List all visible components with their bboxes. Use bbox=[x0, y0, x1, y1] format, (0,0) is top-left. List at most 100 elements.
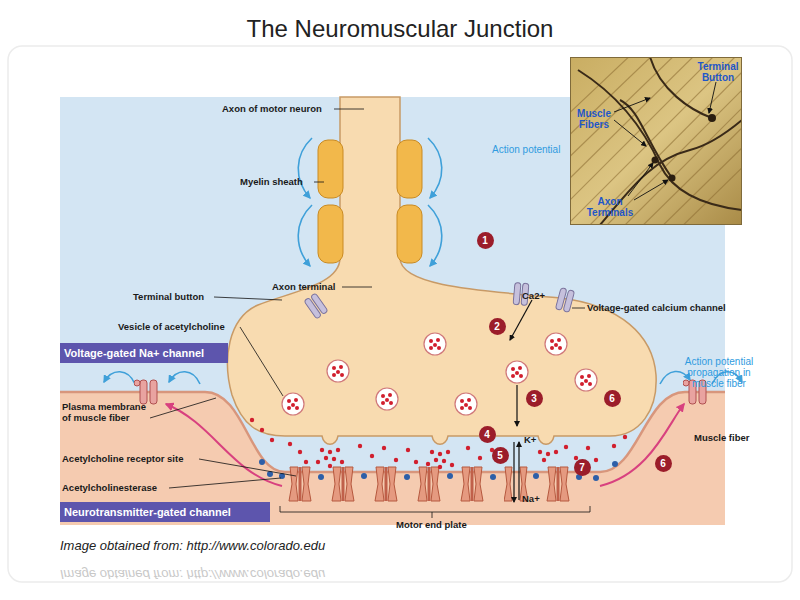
leader-lines bbox=[214, 297, 282, 300]
acetylcholine-molecules bbox=[370, 454, 374, 458]
ion-flow-arrows bbox=[518, 442, 519, 500]
acetylcholine-molecules bbox=[336, 448, 340, 452]
myelin-sheath bbox=[318, 140, 343, 198]
box-label: Neurotransmitter-gated channel bbox=[64, 506, 231, 518]
micrograph-photo bbox=[575, 62, 742, 225]
acetylcholine-molecules bbox=[406, 448, 410, 452]
myelin-sheath bbox=[318, 205, 343, 263]
acetylcholinesterase-dots bbox=[490, 474, 496, 480]
acetylcholine-vesicles bbox=[376, 388, 398, 410]
leader-lines bbox=[314, 182, 324, 183]
acetylcholinesterase-dots bbox=[593, 475, 599, 481]
leader-lines bbox=[280, 506, 590, 512]
acetylcholinesterase-dots bbox=[533, 473, 539, 479]
part-label: Plasma membrane of muscle fiber bbox=[62, 401, 154, 423]
acetylcholine-molecules bbox=[450, 463, 454, 467]
acetylcholine-molecules bbox=[442, 459, 446, 463]
micrograph-photo bbox=[708, 114, 716, 122]
box-label: Voltage-gated Na+ channel bbox=[64, 347, 204, 359]
acetylcholine-molecules bbox=[328, 450, 332, 454]
figure-frame bbox=[8, 46, 792, 582]
photo-label: Axon Terminals bbox=[581, 196, 639, 218]
acetylcholine-molecules bbox=[426, 462, 430, 466]
acetylcholinesterase-dots bbox=[318, 474, 324, 480]
micrograph-photo bbox=[570, 57, 742, 225]
acetylcholine-receptors bbox=[418, 467, 440, 501]
action-potential-arrows bbox=[169, 372, 200, 384]
acetylcholine-molecules bbox=[260, 428, 264, 432]
part-label: Acetylcholine receptor site bbox=[62, 453, 183, 464]
callout-number: 7 bbox=[574, 459, 591, 476]
acetylcholine-molecules bbox=[250, 418, 627, 469]
micrograph-photo bbox=[578, 57, 742, 225]
photo-leader-lines bbox=[614, 120, 646, 146]
calcium-influx-arrow bbox=[510, 300, 532, 340]
acetylcholine-molecules bbox=[316, 460, 320, 464]
calcium-channels bbox=[304, 293, 328, 319]
part-label: Terminal button bbox=[133, 291, 204, 302]
leader-lines bbox=[150, 398, 216, 418]
acetylcholine-molecules bbox=[332, 457, 336, 461]
sodium-channels bbox=[134, 380, 157, 404]
micrograph-photo bbox=[668, 158, 742, 225]
micrograph-photo bbox=[578, 70, 742, 210]
myelin-sheath bbox=[397, 205, 422, 263]
leader-lines bbox=[342, 287, 372, 288]
micrograph-photo bbox=[570, 57, 742, 225]
acetylcholine-molecules bbox=[324, 456, 328, 460]
part-label: Vesicle of acetylcholine bbox=[118, 321, 225, 332]
action-potential-arrows bbox=[298, 205, 312, 266]
callout-number: 6 bbox=[655, 455, 672, 472]
acetylcholine-molecules bbox=[586, 446, 590, 450]
leader-lines bbox=[150, 109, 590, 518]
acetylcholine-molecules bbox=[270, 438, 274, 442]
photo-label: Terminal Button bbox=[693, 61, 743, 83]
acetylcholine-molecules bbox=[304, 460, 308, 464]
acetylcholine-molecules bbox=[320, 448, 324, 452]
part-label: Action potential bbox=[492, 144, 560, 155]
micrograph-photo bbox=[652, 114, 717, 182]
acetylcholine-molecules bbox=[430, 450, 434, 454]
myelin-sheath bbox=[318, 140, 422, 263]
photo-leader-lines bbox=[634, 180, 668, 200]
micrograph-photo bbox=[652, 157, 659, 164]
micrograph-photo bbox=[620, 100, 672, 178]
leader-lines bbox=[432, 512, 433, 518]
acetylcholine-vesicles bbox=[282, 393, 304, 415]
acetylcholine-molecules bbox=[438, 465, 442, 469]
micrograph-photo bbox=[669, 175, 676, 182]
calcium-channels bbox=[304, 282, 575, 319]
acetylcholinesterase-dots bbox=[447, 473, 453, 479]
leader-lines bbox=[334, 109, 364, 110]
label-box: Neurotransmitter-gated channel bbox=[60, 502, 270, 522]
photo-label: Muscle Fibers bbox=[571, 108, 617, 130]
callout-number: 4 bbox=[479, 426, 496, 443]
callout-number: 3 bbox=[526, 390, 543, 407]
acetylcholine-molecules bbox=[328, 464, 332, 468]
acetylcholine-receptors bbox=[332, 467, 354, 501]
leader-lines bbox=[169, 478, 281, 488]
exocytosis-arrow bbox=[516, 385, 517, 426]
acetylcholine-vesicles bbox=[424, 333, 446, 355]
action-potential-arrows bbox=[428, 205, 442, 266]
acetylcholine-receptors bbox=[547, 467, 569, 501]
acetylcholine-molecules bbox=[340, 460, 344, 464]
callout-number: 5 bbox=[492, 447, 509, 464]
micrograph-photo bbox=[648, 138, 742, 225]
part-label: Myelin sheath bbox=[240, 176, 303, 187]
ion-flow-arrows bbox=[513, 442, 514, 502]
photo-leader-lines bbox=[614, 98, 650, 112]
acetylcholine-vesicles bbox=[282, 333, 597, 415]
acetylcholine-molecules bbox=[298, 450, 302, 454]
part-label: Ca2+ bbox=[522, 290, 545, 301]
micrograph-photo bbox=[570, 57, 742, 225]
calcium-channels bbox=[555, 288, 574, 313]
end-plate-potential-arrows bbox=[166, 404, 282, 486]
photo-inset: Terminal ButtonMuscle FibersAxon Termina… bbox=[570, 57, 742, 225]
photo-leader-lines bbox=[614, 82, 716, 200]
acetylcholine-molecules bbox=[612, 444, 616, 448]
acetylcholine-molecules bbox=[546, 452, 550, 456]
callout-number: 2 bbox=[489, 318, 506, 335]
ion-flow-arrows bbox=[514, 442, 519, 502]
